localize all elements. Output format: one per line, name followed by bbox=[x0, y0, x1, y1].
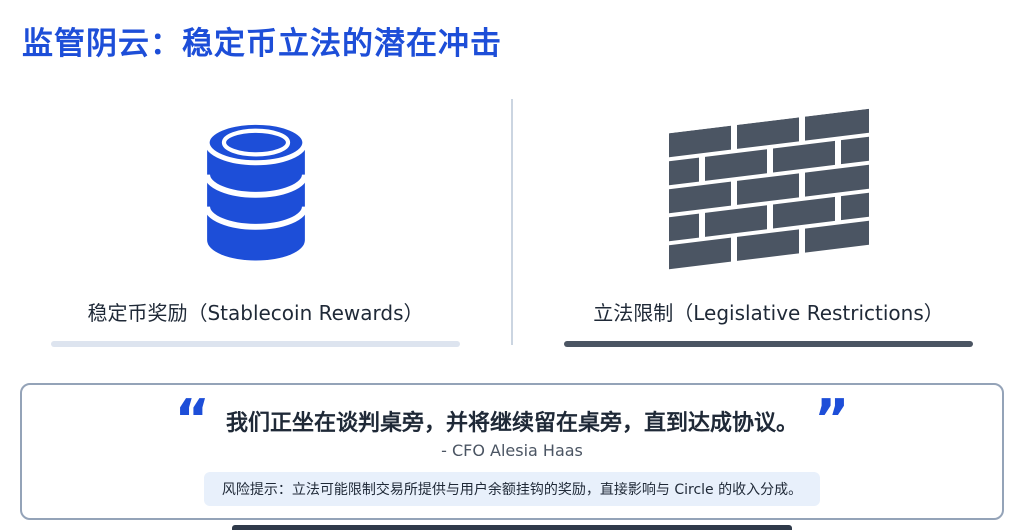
right-column: 立法限制（Legislative Restrictions） bbox=[513, 93, 1024, 355]
close-quote-icon: ” bbox=[814, 388, 850, 452]
left-label: 稳定币奖励（Stablecoin Rewards） bbox=[87, 301, 424, 326]
risk-note: 风险提示：立法可能限制交易所提供与用户余额挂钩的奖励，直接影响与 Circle … bbox=[203, 472, 821, 507]
bottom-bar bbox=[232, 525, 792, 530]
left-underline bbox=[51, 341, 460, 348]
open-quote-icon: “ bbox=[174, 388, 210, 452]
quote-attribution: - CFO Alesia Haas bbox=[441, 441, 583, 461]
comparison-columns: 稳定币奖励（Stablecoin Rewards） bbox=[0, 93, 1024, 355]
right-label: 立法限制（Legislative Restrictions） bbox=[593, 301, 944, 326]
quote-line: “ 我们正坐在谈判桌旁，并将继续留在桌旁，直到达成协议。 ” bbox=[42, 388, 982, 452]
left-column: 稳定币奖励（Stablecoin Rewards） bbox=[0, 93, 511, 355]
column-divider bbox=[511, 99, 513, 346]
brick-wall-icon bbox=[668, 93, 869, 289]
quote-box: “ 我们正坐在谈判桌旁，并将继续留在桌旁，直到达成协议。 ” - CFO Ale… bbox=[20, 383, 1004, 521]
right-underline bbox=[564, 341, 973, 348]
coin-stack-icon bbox=[197, 93, 315, 289]
page-title: 监管阴云：稳定币立法的潜在冲击 bbox=[22, 26, 502, 62]
quote-text: 我们正坐在谈判桌旁，并将继续留在桌旁，直到达成协议。 bbox=[225, 411, 798, 437]
